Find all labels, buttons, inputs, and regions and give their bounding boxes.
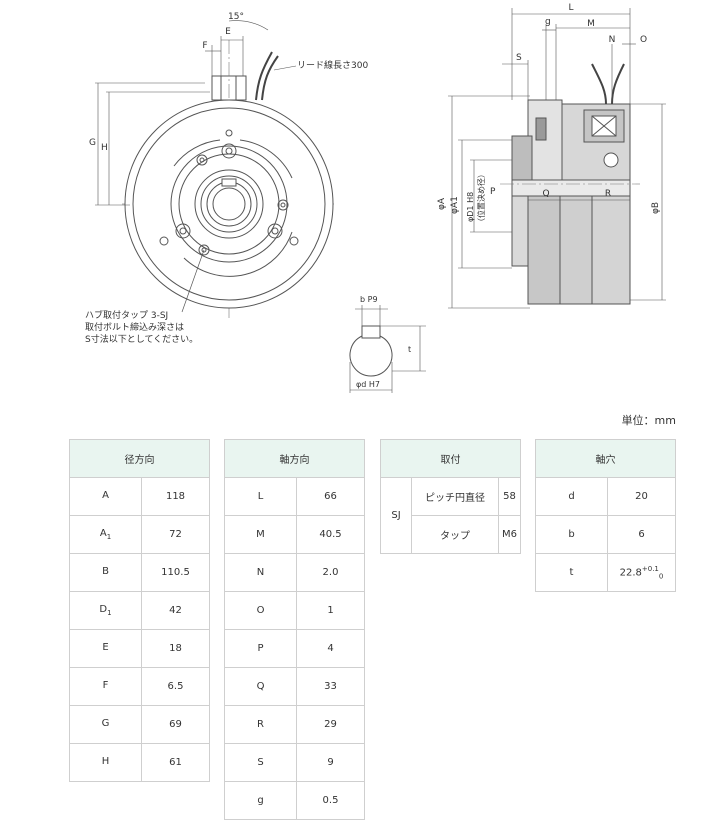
label-S: S: [516, 53, 522, 63]
mounting-table: 取付 SJ ピッチ円直径 58 タップ M6: [380, 439, 521, 554]
bore-header: 軸穴: [535, 439, 676, 478]
axial-header: 軸方向: [224, 439, 365, 478]
side-view-dimensions: [448, 8, 666, 309]
radial-header: 径方向: [69, 439, 210, 478]
label-positioning: （位置決め径）: [476, 170, 486, 226]
mount-header: 取付: [380, 439, 521, 478]
unit-label: 単位：mm: [621, 414, 676, 427]
label-N: N: [609, 35, 616, 45]
side-view-labels: L g M N O S Q R P φA φA1 φD1 H8 （位置決め径） …: [437, 3, 661, 226]
hub-note-2: 取付ボルト締込み深さは: [85, 321, 184, 333]
label-phiA: φA: [437, 197, 447, 210]
label-R: R: [605, 189, 611, 199]
label-g: g: [545, 17, 551, 27]
front-view-labels: 15° E F G H リード線長さ300 ハブ取付タップ 3-SJ 取付ボルト…: [85, 12, 368, 345]
front-view: [95, 20, 336, 318]
side-view: [500, 63, 640, 305]
keyway-labels: b P9 t φd H7: [356, 295, 411, 389]
label-phiD1: φD1 H8: [466, 192, 475, 222]
label-F: F: [202, 41, 207, 51]
table-row: SJ ピッチ円直径 58: [380, 477, 521, 554]
label-bP9: b P9: [360, 295, 378, 304]
label-phid: φd H7: [356, 380, 380, 389]
label-P: P: [490, 187, 496, 197]
technical-drawing: 15° E F G H リード線長さ300 ハブ取付タップ 3-SJ 取付ボルト…: [0, 0, 717, 405]
label-Q: Q: [542, 189, 549, 199]
drawing-svg: 15° E F G H リード線長さ300 ハブ取付タップ 3-SJ 取付ボルト…: [85, 3, 666, 393]
label-t: t: [408, 345, 411, 354]
label-phiA1: φA1: [450, 196, 460, 214]
label-L: L: [568, 3, 573, 13]
label-G: G: [89, 138, 96, 148]
angle-label: 15°: [228, 12, 244, 22]
label-phiB: φB: [651, 202, 661, 214]
keyway-view: [349, 305, 426, 393]
label-M: M: [587, 19, 595, 29]
lead-length-label: リード線長さ300: [297, 59, 368, 71]
label-E: E: [225, 27, 231, 37]
table-row: タップ M6: [381, 515, 521, 554]
label-H: H: [101, 143, 108, 153]
label-O: O: [640, 35, 647, 45]
hub-note-1: ハブ取付タップ 3-SJ: [85, 309, 168, 321]
hub-note-3: S寸法以下としてください。: [85, 333, 198, 345]
